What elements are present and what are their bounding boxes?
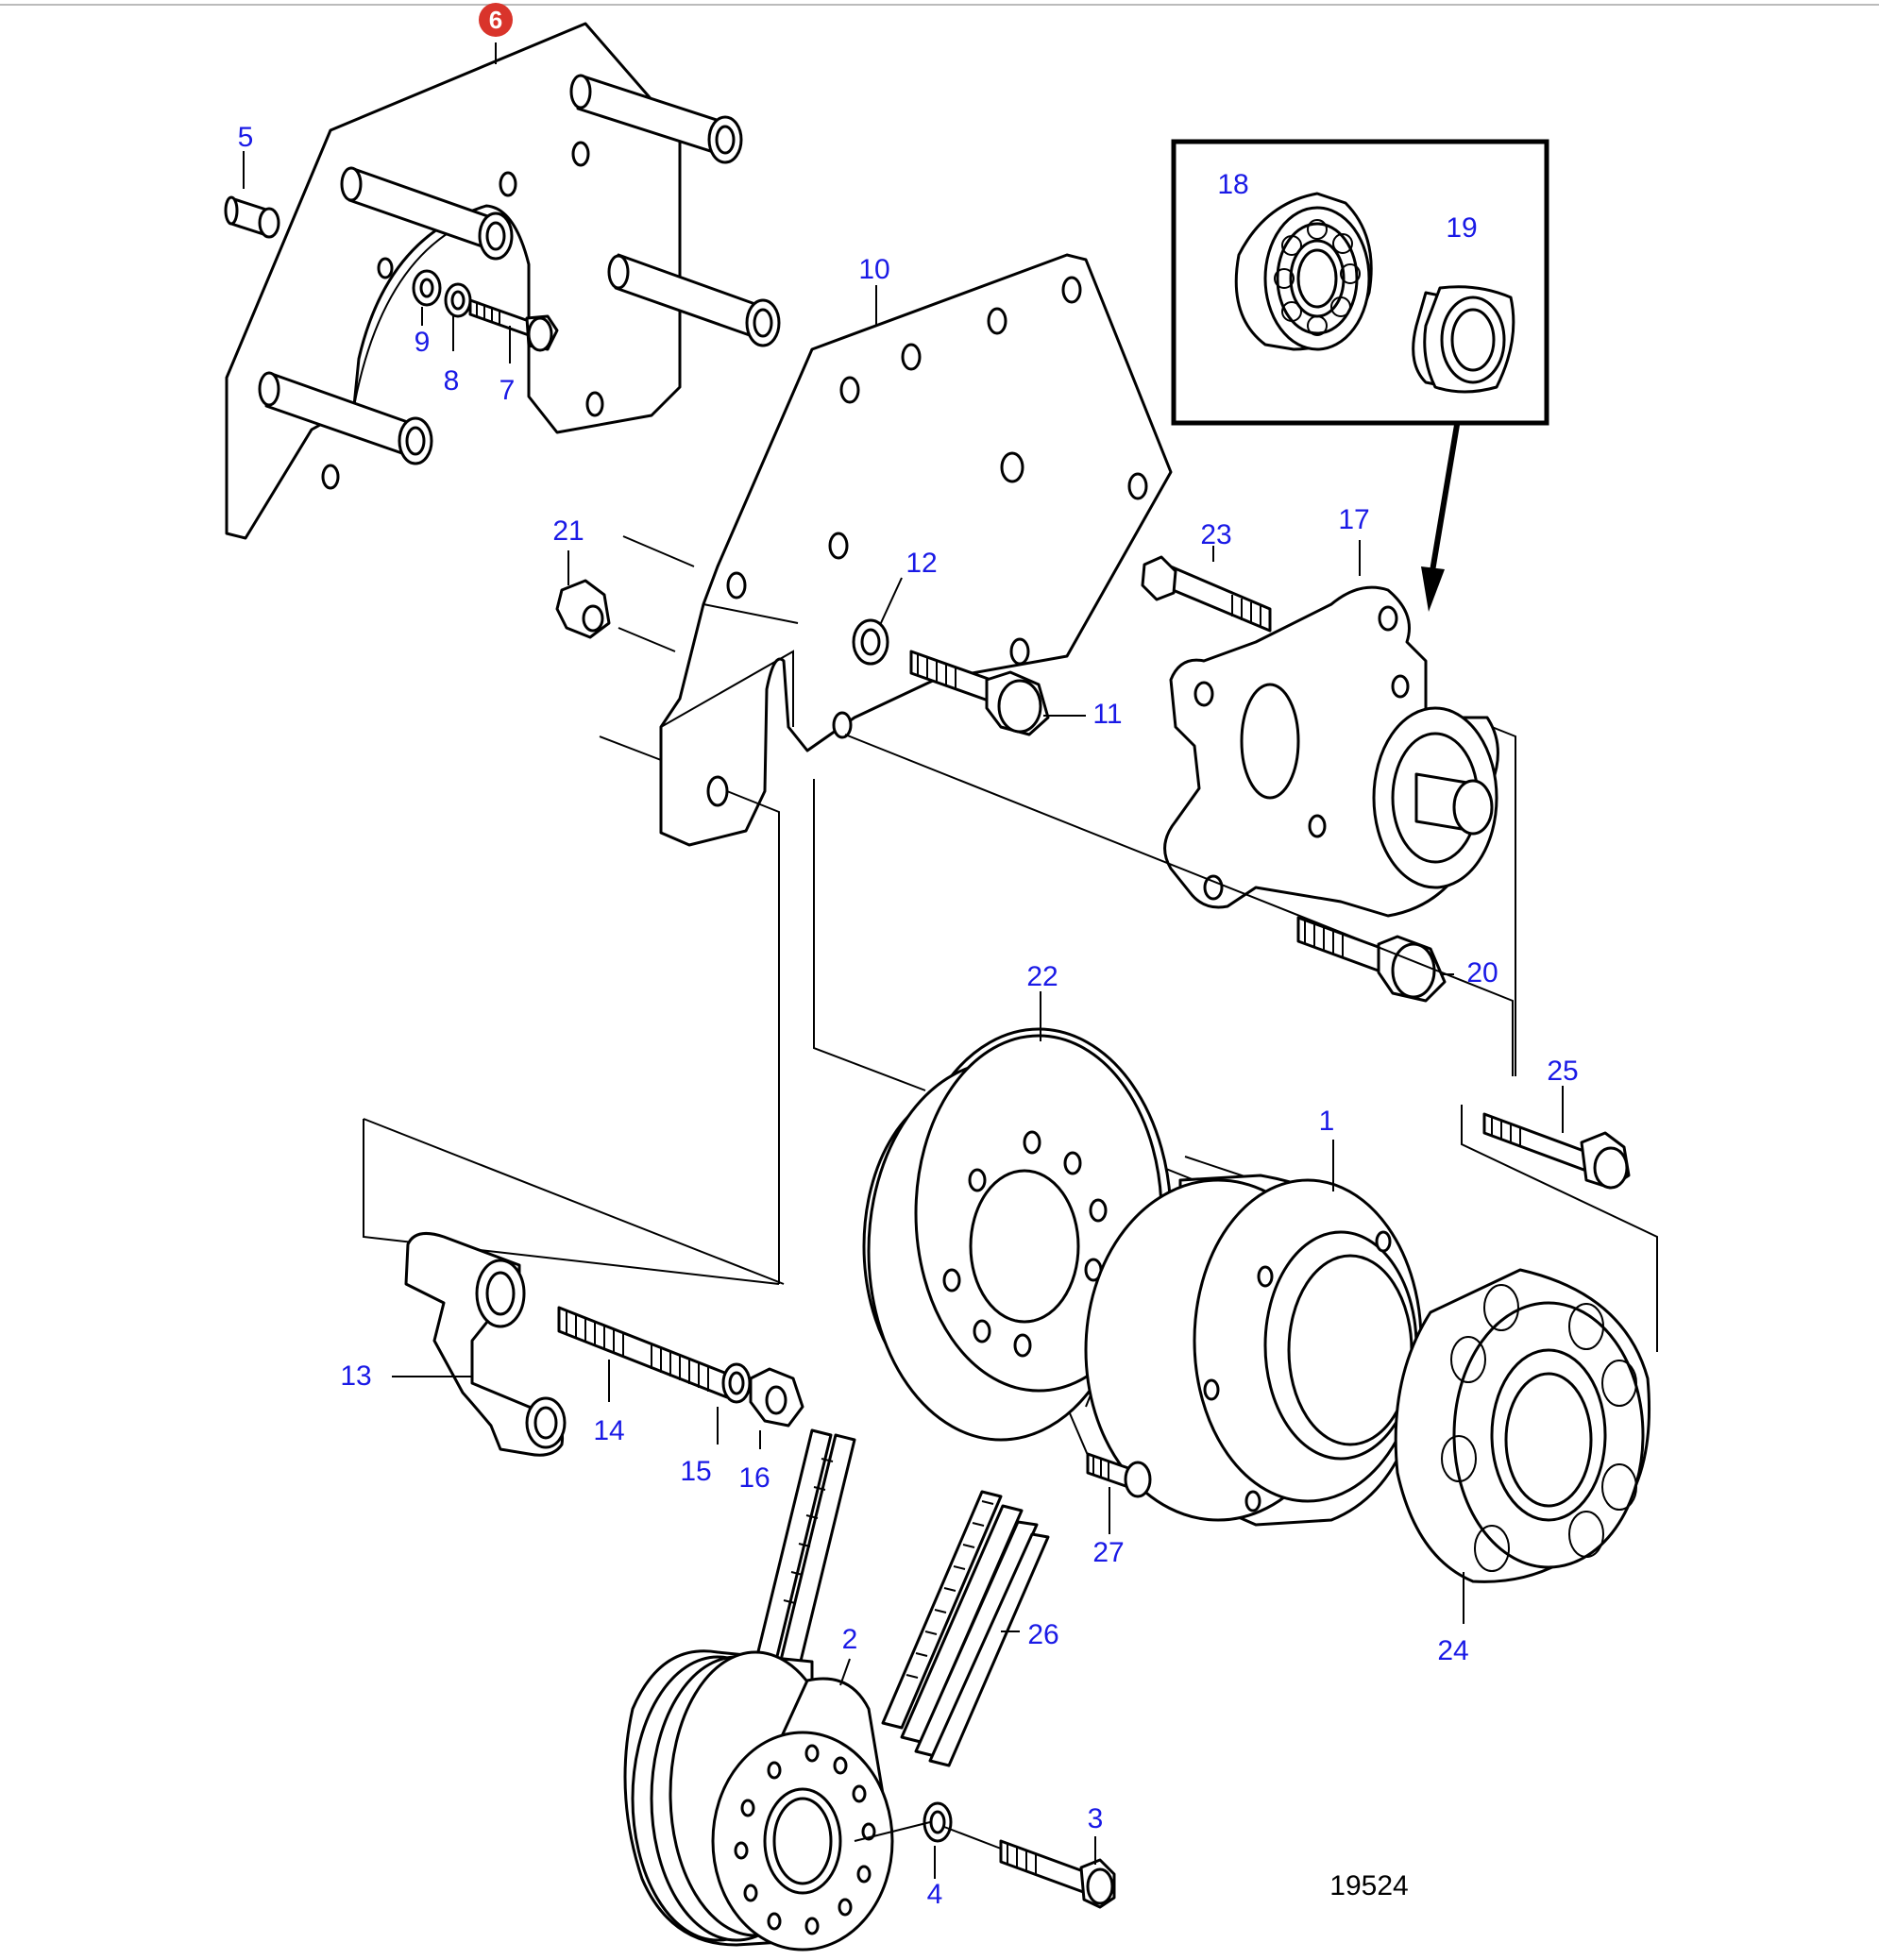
detail-arrow [1421,424,1460,612]
part-18-ball-bearing[interactable] [1234,192,1373,351]
callout-labels: 1 2 3 4 5 7 8 9 10 11 12 13 14 15 16 17 … [238,122,1579,1910]
part-13-tensioner-arm[interactable] [404,1231,567,1457]
callout-14: 14 [593,1415,624,1446]
callout-24: 24 [1437,1635,1468,1666]
callout-25: 25 [1547,1056,1578,1087]
callout-5: 5 [238,122,254,153]
callout-27: 27 [1092,1537,1124,1568]
callout-22: 22 [1026,961,1058,992]
part-20-bolt[interactable] [1296,916,1447,1003]
figure-number: 19524 [1329,1870,1408,1901]
callout-12: 12 [906,548,937,579]
callout-11: 11 [1092,699,1122,730]
part-11-bolt[interactable] [909,650,1050,736]
part-6-bracket[interactable] [225,22,781,540]
part-4-washer[interactable] [923,1801,953,1843]
part-12-washer[interactable] [852,618,889,666]
part-27-screw[interactable] [1086,1452,1152,1498]
badge-label: 6 [489,6,502,34]
callout-8: 8 [444,365,460,397]
callout-15: 15 [680,1456,711,1487]
callout-10: 10 [858,254,889,285]
callout-20: 20 [1466,957,1498,988]
part-9-washer[interactable] [412,269,442,307]
part-5-spacer[interactable] [224,195,280,239]
part-23-bolt[interactable] [1141,555,1272,633]
callout-7: 7 [499,375,516,406]
callout-13: 13 [340,1360,371,1392]
callout-26: 26 [1027,1619,1058,1650]
part-21-flange-nut[interactable] [555,579,611,639]
part-14-threaded-rod[interactable] [557,1306,729,1399]
callout-21: 21 [552,515,584,547]
callout-3: 3 [1088,1803,1104,1834]
part-3-bolt[interactable] [999,1839,1116,1909]
callout-19: 19 [1446,212,1477,244]
callout-18: 18 [1217,169,1248,200]
callout-4: 4 [927,1879,943,1910]
leader-lines [243,42,1564,1879]
axis-lines [854,1821,1002,1850]
part-16-nut[interactable] [749,1367,804,1428]
part-10-plate[interactable] [659,253,1173,847]
part-24-flex-coupling[interactable] [1394,1268,1651,1583]
callout-16: 16 [738,1462,770,1494]
callout-23: 23 [1200,519,1231,550]
part-19-lock-nut[interactable] [1412,285,1515,394]
part-2-crank-pulley[interactable] [623,1649,894,1952]
part-25-bolt[interactable] [1482,1112,1631,1190]
part-7-bolt[interactable] [468,298,559,352]
callout-1: 1 [1319,1106,1335,1137]
callout-17: 17 [1338,504,1369,535]
part-17-bearing-housing[interactable] [1163,585,1499,918]
part-15-washer[interactable] [721,1362,752,1404]
part-1-coupling-hub[interactable] [1084,1174,1424,1527]
callout-2: 2 [842,1624,858,1655]
selected-part-badge[interactable]: 6 [479,3,513,37]
part-8-washer[interactable] [444,282,472,318]
callout-9: 9 [415,327,431,358]
